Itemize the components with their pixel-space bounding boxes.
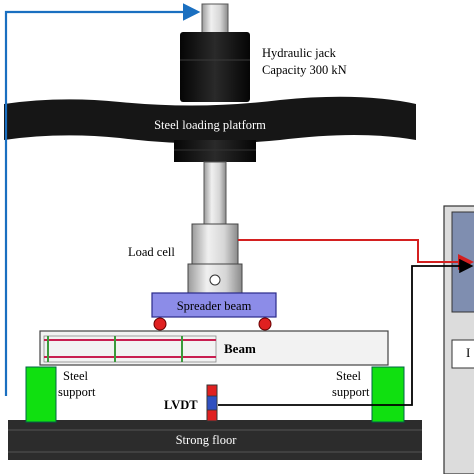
piston-rod bbox=[203, 161, 227, 225]
spreader-beam bbox=[151, 292, 277, 318]
strong-floor bbox=[8, 420, 422, 460]
hydraulic-jack-body bbox=[180, 32, 250, 102]
jack-base bbox=[174, 140, 256, 162]
panel-letter: I bbox=[466, 345, 470, 360]
platform-label: Steel loading platform bbox=[154, 118, 266, 132]
data-logger-panel: I bbox=[443, 205, 474, 474]
hydraulic-line bbox=[4, 3, 201, 396]
support-right-label-1: Steel bbox=[336, 369, 362, 383]
beam-label: Beam bbox=[224, 341, 256, 356]
reinforcement-cage bbox=[43, 335, 217, 363]
floor-label: Strong floor bbox=[176, 433, 238, 447]
load-cell-label: Load cell bbox=[128, 245, 175, 259]
beam bbox=[39, 330, 389, 366]
support-right-label-2: support bbox=[332, 385, 370, 399]
load-cell bbox=[191, 223, 239, 265]
load-cell-pin bbox=[209, 274, 221, 286]
spreader-label: Spreader beam bbox=[177, 299, 252, 313]
jack-top-rod bbox=[201, 3, 229, 35]
stirrups bbox=[47, 336, 183, 362]
roller-right bbox=[258, 317, 272, 331]
support-left-label-1: Steel bbox=[63, 369, 89, 383]
jack-label-2: Capacity 300 kN bbox=[262, 63, 347, 77]
load-cell-signal-line bbox=[238, 239, 474, 270]
steel-support-right bbox=[371, 366, 405, 423]
lvdt-signal-line bbox=[218, 258, 474, 406]
jack-label-1: Hydraulic jack bbox=[262, 46, 337, 60]
steel-loading-platform bbox=[4, 96, 416, 144]
lvdt-label: LVDT bbox=[164, 398, 198, 412]
support-left-label-2: support bbox=[58, 385, 96, 399]
steel-support-left bbox=[25, 366, 57, 423]
roller-left bbox=[153, 317, 167, 331]
